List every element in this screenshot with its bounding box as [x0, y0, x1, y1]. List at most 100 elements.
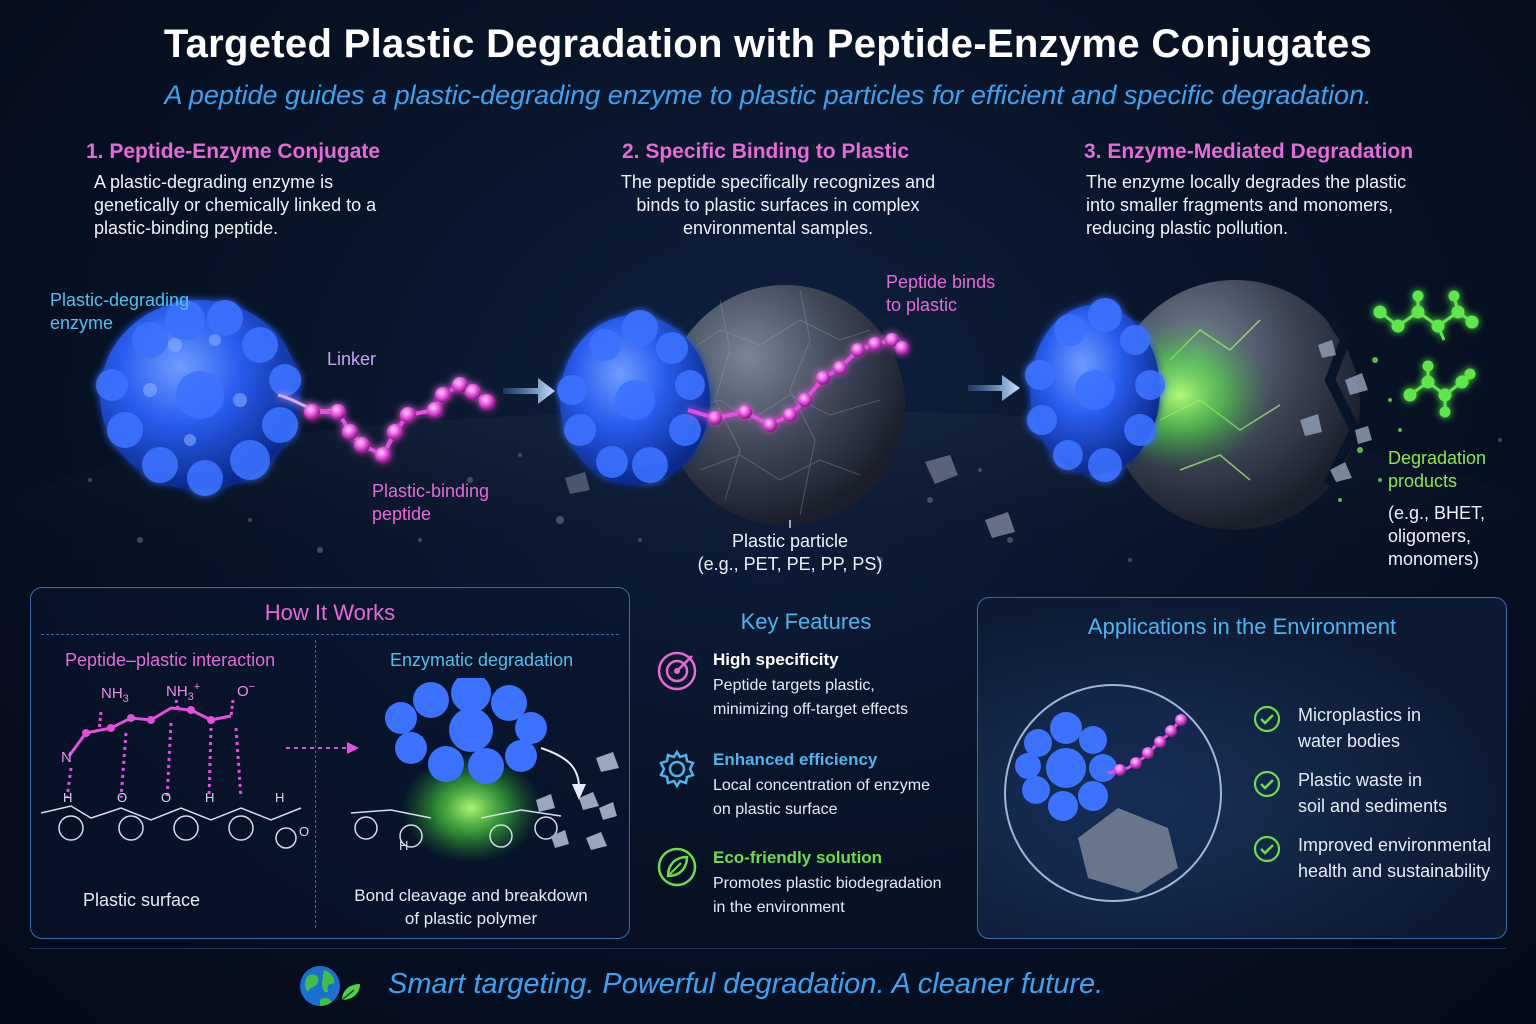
page-subtitle: A peptide guides a plastic-degrading enz… — [164, 80, 1372, 110]
arrow-2-3 — [968, 375, 1020, 401]
check-icon — [1253, 770, 1281, 798]
product-molecules — [1373, 290, 1479, 418]
applications-panel: Applications in the Environment Micropla… — [977, 597, 1507, 939]
particle-label-line: (e.g., PET, PE, PP, PS) — [697, 554, 883, 574]
products-example-line: monomers) — [1388, 549, 1480, 569]
feature-title: Enhanced efficiency — [713, 750, 878, 769]
footer-divider — [30, 948, 1506, 949]
application-text-line: Improved environmental — [1298, 835, 1492, 855]
how-it-works-panel: How It Works Peptide–plastic interaction… — [30, 587, 630, 939]
target-icon — [657, 651, 697, 691]
h-atom: H — [275, 790, 284, 805]
nh3-plus: NH3+ — [166, 681, 200, 703]
step-3-desc: The enzyme locally degrades the plastic … — [1086, 171, 1406, 240]
how-it-works-title: How It Works — [264, 600, 396, 625]
application-text: Microplastics in water bodies — [1298, 702, 1421, 754]
feature-title: High specificity — [713, 650, 839, 669]
feature-desc-line: on plastic surface — [713, 801, 838, 818]
enzyme-2 — [557, 310, 710, 485]
linker-label: Linker — [327, 349, 377, 369]
green-sparkles — [1338, 357, 1402, 502]
footer-tagline: Smart targeting. Powerful degradation. A… — [388, 968, 1104, 1000]
step-2-desc-line: The peptide specifically recognizes and — [620, 172, 936, 192]
h-atom: H — [63, 790, 72, 805]
o-atom: O — [161, 790, 171, 805]
check-icon — [1253, 835, 1281, 863]
enzyme-1 — [96, 300, 301, 496]
feature-high-specificity: High specificity Peptide targets plastic… — [656, 648, 966, 728]
o-minus: O− — [237, 681, 255, 700]
feature-desc-line: Local concentration of enzyme — [713, 777, 931, 794]
feature-desc: Promotes plastic biodegradation in the e… — [713, 872, 942, 920]
fragments — [1300, 340, 1372, 482]
peptide-label: Plastic-binding peptide — [372, 480, 489, 526]
peptide-chain-2 — [687, 333, 909, 432]
enzyme-label-line: Plastic-degrading — [50, 290, 190, 310]
application-text-line: soil and sediments — [1298, 796, 1448, 816]
peptide-chain-1 — [304, 377, 495, 463]
n-atom: N — [61, 749, 72, 766]
products-example-line: (e.g., BHET, — [1388, 503, 1486, 523]
interaction-subtitle: Peptide–plastic interaction — [65, 650, 276, 670]
application-text-line: water bodies — [1298, 731, 1401, 751]
step-1-desc: A plastic-degrading enzyme is geneticall… — [94, 171, 376, 240]
step-2-desc-line: environmental samples. — [682, 218, 874, 238]
step-2-desc-line: binds to plastic surfaces in complex — [636, 195, 920, 215]
bond-cleavage-caption: Bond cleavage and breakdown of plastic p… — [331, 884, 611, 930]
nh3-1: NH3 — [101, 685, 129, 705]
key-features-title: Key Features — [740, 609, 872, 634]
step-2-title: 2. Specific Binding to Plastic — [622, 140, 910, 163]
applications-illustration — [1004, 684, 1222, 902]
enzyme-label: Plastic-degrading enzyme — [50, 289, 189, 335]
step-3-desc-line: The enzyme locally degrades the plastic — [1086, 172, 1407, 192]
products-examples: (e.g., BHET, oligomers, monomers) — [1388, 502, 1485, 571]
degradation-subtitle: Enzymatic degradation — [390, 650, 574, 670]
particle-label: Plastic particle (e.g., PET, PE, PP, PS) — [680, 530, 900, 576]
feature-enhanced-efficiency: Enhanced efficiency Local concentration … — [656, 748, 966, 828]
panel-divider — [41, 634, 619, 635]
application-text-line: Microplastics in — [1298, 705, 1422, 725]
peptide-label-line: Plastic-binding — [372, 481, 490, 501]
debris-rock — [565, 472, 590, 494]
o-atom: O — [299, 824, 309, 839]
feature-desc: Local concentration of enzyme on plastic… — [713, 774, 930, 822]
step-3-title: 3. Enzyme-Mediated Degradation — [1084, 140, 1414, 163]
products-label: Degradation products — [1388, 447, 1486, 493]
interaction-diagram: NH3 NH3+ O− N H O O H H O — [40, 678, 619, 863]
step-3-desc-line: reducing plastic pollution. — [1086, 218, 1289, 238]
applications-title: Applications in the Environment — [1087, 614, 1397, 639]
debris-rock — [925, 455, 958, 484]
enzyme-label-line: enzyme — [50, 313, 114, 333]
peptide-label-line: peptide — [372, 504, 432, 524]
step-1-desc-line: genetically or chemically linked to a — [94, 195, 377, 215]
products-example-line: oligomers, — [1388, 526, 1472, 546]
bond-cleavage-caption-line: of plastic polymer — [404, 909, 538, 928]
step-1-desc-line: plastic-binding peptide. — [94, 218, 279, 238]
step-2-desc: The peptide specifically recognizes and … — [578, 171, 978, 240]
gear-icon — [659, 749, 695, 789]
products-label-line: Degradation — [1388, 448, 1487, 468]
feature-desc-line: minimizing off-target effects — [713, 701, 909, 718]
plastic-particle-2 — [665, 285, 905, 525]
bond-cleavage-caption-line: Bond cleavage and breakdown — [354, 886, 588, 905]
feature-desc-line: Promotes plastic biodegradation — [713, 875, 942, 892]
enzyme-3 — [1025, 298, 1165, 482]
application-text-line: Plastic waste in — [1298, 770, 1423, 790]
debris-particles — [88, 438, 1502, 563]
feature-title: Eco-friendly solution — [713, 848, 883, 867]
feature-desc: Peptide targets plastic, minimizing off-… — [713, 674, 908, 722]
o-atom: O — [117, 790, 127, 805]
arrow-1-2 — [503, 378, 555, 404]
products-label-line: products — [1388, 471, 1458, 491]
application-text: Improved environmental health and sustai… — [1298, 832, 1491, 884]
feature-desc-line: Peptide targets plastic, — [713, 677, 875, 694]
binds-label-line: to plastic — [886, 295, 958, 315]
panel-vertical-divider — [315, 640, 316, 928]
plastic-surface-caption: Plastic surface — [83, 890, 201, 910]
h-atom: H — [399, 838, 408, 853]
globe-icon — [300, 966, 360, 1006]
step-1-desc-line: A plastic-degrading enzyme is — [94, 172, 334, 192]
debris-rock — [985, 512, 1015, 538]
step-1-title: 1. Peptide-Enzyme Conjugate — [86, 140, 381, 163]
